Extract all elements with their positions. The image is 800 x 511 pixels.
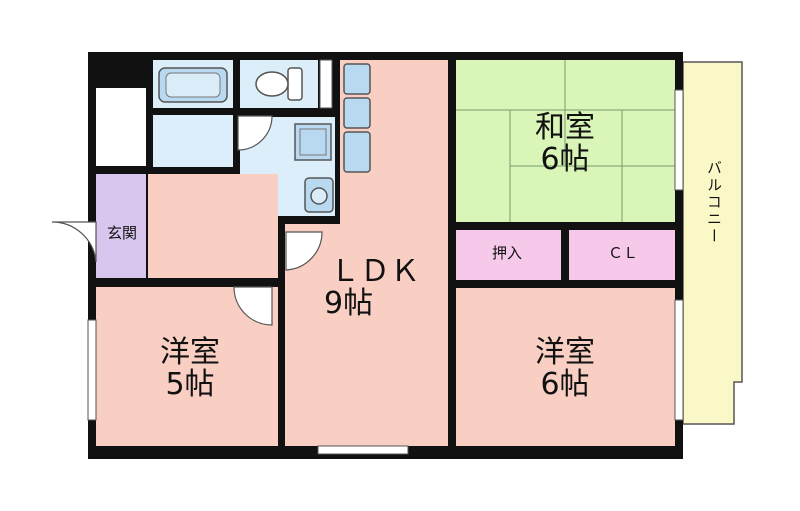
- washroom-lower: [153, 115, 233, 167]
- ldk-area-lower: [285, 224, 448, 446]
- youshitsu-left-name: 洋室: [160, 335, 220, 370]
- youshitsu-right-size: 6帖: [540, 366, 590, 402]
- oshiire-label: 押入: [491, 244, 522, 262]
- storage-top-left: [96, 88, 146, 166]
- toilet-icon: [255, 67, 303, 101]
- genkan-label: 玄関: [106, 224, 137, 242]
- windows: [87, 89, 684, 455]
- closet-label: ＣＬ: [607, 244, 638, 262]
- youshitsu-right-area: [456, 288, 675, 446]
- washitsu-size: 6帖: [540, 141, 590, 177]
- washitsu-name: 和室: [535, 110, 595, 145]
- ldk-label: ＬＤＫ 9帖: [310, 256, 440, 319]
- genkan-area: [96, 174, 146, 278]
- hall: [148, 174, 278, 278]
- oshiire-area: [456, 230, 561, 280]
- youshitsu-left-label: 洋室 5帖: [140, 337, 240, 400]
- balcony-label: バルコニー: [705, 160, 723, 245]
- toilet-partition: [319, 59, 333, 109]
- kitchen-counter: [343, 63, 371, 173]
- washing-machine-pan: [294, 123, 332, 161]
- closet-area: [569, 230, 675, 280]
- youshitsu-right-name: 洋室: [535, 335, 595, 370]
- washitsu-label: 和室 6帖: [515, 112, 615, 175]
- door-swings: [51, 115, 323, 326]
- youshitsu-left-size: 5帖: [165, 366, 215, 402]
- sink-icon: [304, 177, 334, 213]
- ldk-name: ＬＤＫ: [330, 254, 420, 289]
- youshitsu-right-label: 洋室 6帖: [515, 337, 615, 400]
- tatami-lines: [456, 60, 675, 222]
- ldk-size: 9帖: [324, 285, 374, 321]
